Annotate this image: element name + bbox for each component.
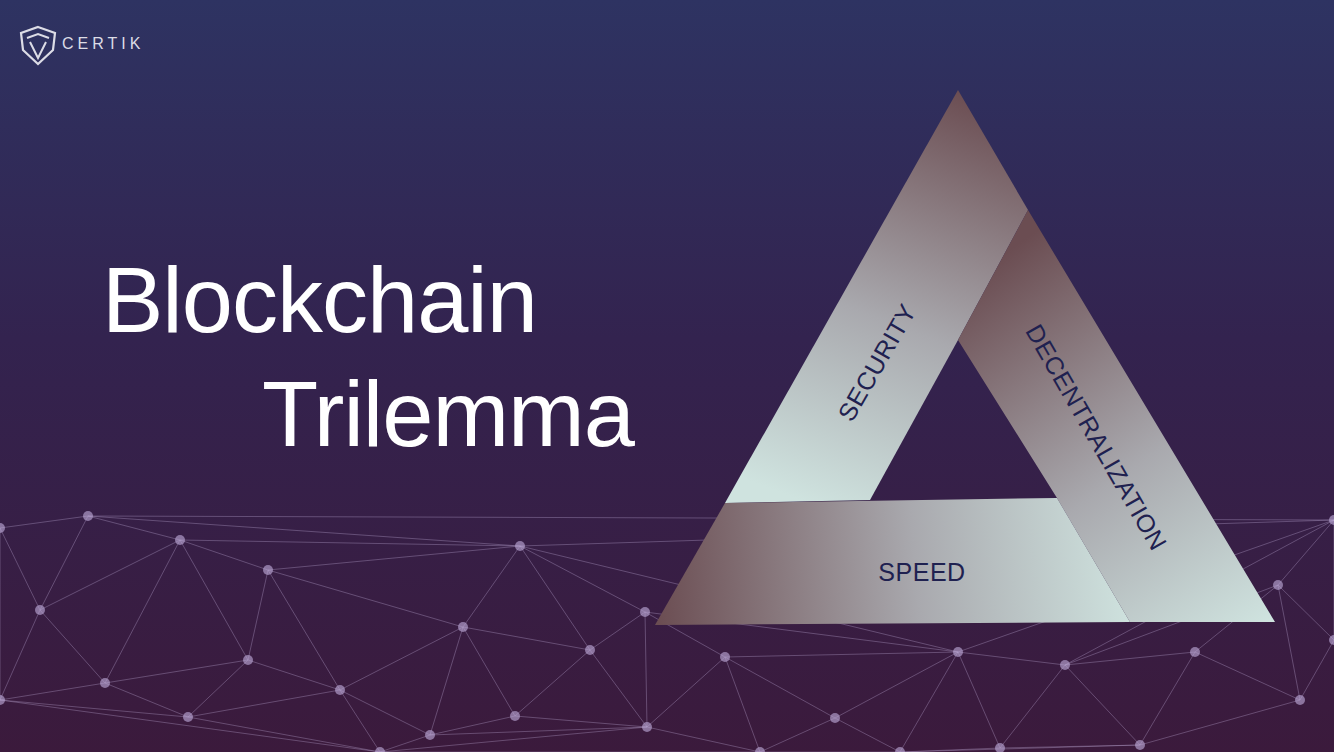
network-dot [1190, 647, 1200, 657]
band-fill [655, 498, 1130, 625]
network-dot [953, 647, 963, 657]
network-dot [243, 655, 253, 665]
network-dot [100, 678, 110, 688]
network-dot [830, 713, 840, 723]
network-dot [175, 535, 185, 545]
brand-name: CERTIK [62, 35, 144, 53]
network-dot [425, 730, 435, 740]
shield-mark [27, 34, 49, 58]
network-dot [720, 652, 730, 662]
network-dot [995, 743, 1005, 752]
network-dot [1329, 515, 1334, 525]
network-dot [755, 747, 765, 752]
network-dot [83, 511, 93, 521]
speed-band: SPEED [655, 498, 1130, 625]
network-dot [585, 645, 595, 655]
network-dot [640, 607, 650, 617]
network-dot [1329, 635, 1334, 645]
network-dot [0, 695, 5, 705]
network-dot [1273, 580, 1283, 590]
shield-outline [21, 27, 55, 64]
network-dot [1135, 740, 1145, 750]
network-dot [263, 565, 273, 575]
band-label: SPEED [878, 558, 965, 587]
network-dot [642, 722, 652, 732]
network-dot [375, 747, 385, 752]
network-dot [35, 605, 45, 615]
network-dot [1295, 695, 1305, 705]
network-dot [335, 685, 345, 695]
title: Blockchain Trilemma [0, 243, 702, 471]
network-dot [1060, 660, 1070, 670]
network-dot [0, 523, 5, 533]
network-dot [183, 712, 193, 722]
network-dot [510, 711, 520, 721]
network-dot [458, 622, 468, 632]
network-dot [515, 541, 525, 551]
network-dot [895, 747, 905, 752]
